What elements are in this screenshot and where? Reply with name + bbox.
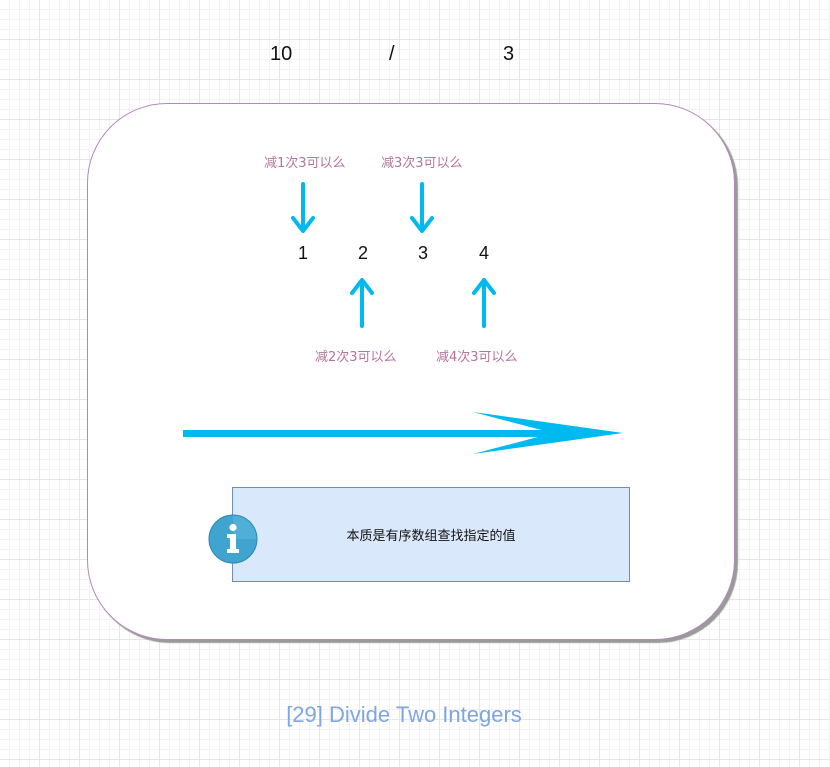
divisor-label: 3 xyxy=(503,43,515,65)
step-number-2: 2 xyxy=(357,243,368,263)
step-label-1: 减1次3可以么 xyxy=(264,156,346,171)
direction-arrow-icon xyxy=(183,412,623,454)
step-label-4: 减4次3可以么 xyxy=(436,350,518,365)
info-icon xyxy=(208,514,258,564)
step-label-2: 减2次3可以么 xyxy=(315,350,397,365)
step-number-3: 3 xyxy=(417,243,428,263)
step-number-1: 1 xyxy=(297,243,308,263)
up-arrow-icon-4 xyxy=(472,278,496,328)
note-text: 本质是有序数组查找指定的值 xyxy=(346,529,516,544)
up-arrow-icon-2 xyxy=(350,278,374,328)
division-operator: / xyxy=(389,43,395,65)
diagram-title: [29] Divide Two Integers xyxy=(286,702,522,727)
step-label-3: 减3次3可以么 xyxy=(381,156,463,171)
dividend-label: 10 xyxy=(270,43,293,65)
step-number-4: 4 xyxy=(478,243,489,263)
down-arrow-icon-3 xyxy=(410,182,434,233)
down-arrow-icon-1 xyxy=(291,182,315,233)
